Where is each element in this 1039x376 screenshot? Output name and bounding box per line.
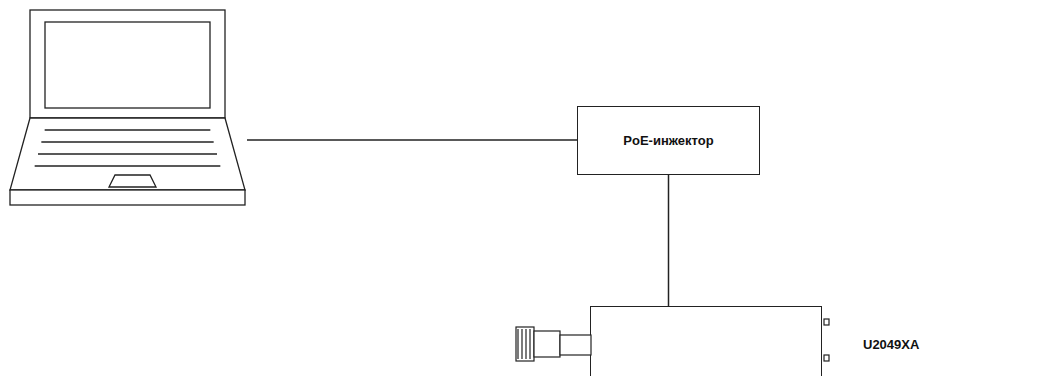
device-label: U2049XA (863, 337, 919, 353)
screw (824, 355, 829, 361)
keyboard-row (35, 165, 221, 166)
connector-body (534, 331, 560, 357)
sensor-detail (511, 305, 851, 376)
connector-line (668, 175, 670, 306)
laptop-base (10, 118, 245, 190)
connector-neck (560, 335, 591, 355)
laptop-lid (30, 10, 225, 118)
box-label: PoE-инжектор (623, 133, 713, 149)
laptop-edge (10, 190, 245, 205)
connector-nut (516, 327, 534, 361)
keyboard-row (38, 153, 217, 154)
screw (824, 319, 829, 325)
keyboard-row (45, 129, 211, 130)
touchpad (109, 175, 156, 187)
cable (247, 139, 577, 141)
laptop-screen (45, 22, 210, 108)
keyboard-row (41, 141, 213, 142)
laptop (10, 10, 245, 205)
process-box: PoE-инжектор (577, 106, 760, 175)
keyboard-rows (35, 130, 221, 166)
power-sensor: U2049XA (590, 306, 822, 376)
